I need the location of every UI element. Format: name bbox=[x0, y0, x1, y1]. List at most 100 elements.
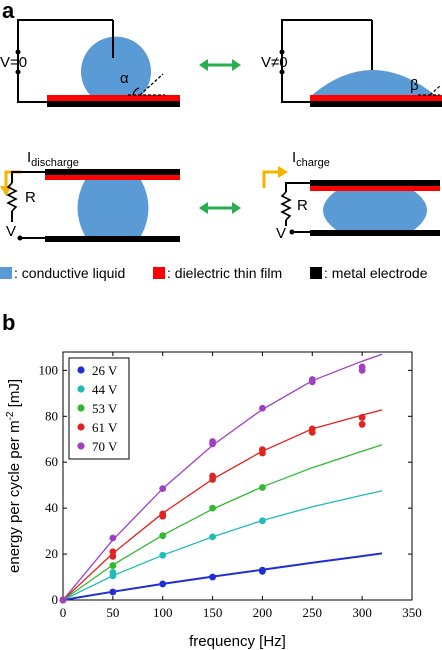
discharge-symbol: I bbox=[27, 149, 31, 166]
fit-curve bbox=[62, 444, 383, 601]
terminal-dot bbox=[15, 69, 21, 75]
legend-marker bbox=[77, 442, 85, 450]
data-point bbox=[109, 588, 117, 596]
legend-label-dielectric: : dielectric thin film bbox=[167, 265, 282, 281]
data-point bbox=[109, 534, 117, 542]
data-point bbox=[209, 472, 216, 480]
x-tick-label: 250 bbox=[303, 605, 323, 620]
schematic-bottom-right: Icharge R V bbox=[262, 149, 440, 242]
data-point bbox=[159, 532, 167, 540]
fit-curve bbox=[62, 353, 383, 601]
data-point bbox=[59, 596, 67, 604]
data-point bbox=[209, 504, 216, 512]
data-point bbox=[259, 446, 266, 453]
charge-symbol: I bbox=[292, 149, 296, 166]
resistor-right bbox=[280, 191, 292, 221]
data-point bbox=[358, 420, 366, 428]
terminal-dot bbox=[15, 49, 21, 55]
upper-dielectric-left bbox=[45, 175, 180, 180]
dielectric-top-right bbox=[310, 95, 442, 101]
data-point bbox=[159, 485, 167, 493]
panel-a-letter: a bbox=[2, 0, 15, 23]
data-point bbox=[358, 363, 366, 371]
x-axis-title: frequency [Hz] bbox=[189, 633, 286, 650]
y-tick-label: 80 bbox=[45, 408, 58, 423]
wire-bottom-left bbox=[11, 171, 45, 183]
legend-swatch-electrode bbox=[310, 267, 322, 279]
tangent-line bbox=[429, 85, 441, 96]
y-axis-title-sup: -2 bbox=[5, 411, 16, 420]
data-point bbox=[209, 573, 216, 581]
schematic-bottom-left: Idischarge R V bbox=[0, 149, 180, 242]
legend-marker bbox=[77, 404, 85, 412]
legend-marker bbox=[77, 385, 85, 393]
voltage-label-left: V=0 bbox=[0, 54, 27, 71]
upper-electrode-right bbox=[310, 180, 440, 186]
alpha-label: α bbox=[120, 70, 129, 87]
legend-swatch-dielectric bbox=[153, 267, 165, 279]
y-axis-title-unit: [mJ] bbox=[6, 379, 23, 412]
double-arrow-bottom bbox=[199, 202, 241, 214]
data-points bbox=[59, 363, 366, 604]
y-tick-label: 0 bbox=[52, 592, 59, 607]
x-tick-label: 150 bbox=[203, 605, 223, 620]
electrode-top-right bbox=[310, 100, 442, 107]
droplet-flattened bbox=[312, 70, 435, 95]
terminal-dot bbox=[279, 69, 285, 75]
droplet-squeezed bbox=[323, 191, 427, 230]
data-point bbox=[259, 566, 266, 574]
data-point bbox=[109, 562, 117, 569]
droplet-pillar bbox=[77, 180, 149, 236]
data-point bbox=[159, 580, 167, 588]
lower-electrode-left bbox=[45, 236, 180, 242]
material-legend: : conductive liquid : dielectric thin fi… bbox=[0, 265, 428, 281]
x-tick-label: 350 bbox=[402, 605, 422, 620]
legend-label-liquid: : conductive liquid bbox=[14, 265, 125, 281]
data-point bbox=[209, 533, 216, 541]
data-point bbox=[109, 548, 117, 556]
x-tick-label: 50 bbox=[106, 605, 119, 620]
angle-arc bbox=[132, 87, 140, 96]
wire-top-left bbox=[17, 19, 113, 103]
data-point bbox=[159, 510, 167, 518]
double-arrow-top bbox=[199, 59, 241, 71]
x-tick-label: 200 bbox=[253, 605, 273, 620]
y-axis-title: energy per cycle per m-2 [mJ] bbox=[5, 379, 23, 573]
legend-label: 70 V bbox=[92, 439, 118, 454]
panel-b-letter: b bbox=[2, 310, 15, 335]
y-axis-title-main: energy per cycle per m bbox=[6, 420, 23, 573]
v-label-right: V bbox=[276, 225, 286, 242]
legend-swatch-liquid bbox=[0, 267, 12, 279]
chart-legend: 26 V44 V53 V61 V70 V bbox=[68, 357, 130, 460]
charge-arrow bbox=[262, 170, 280, 188]
resistor-label-left: R bbox=[25, 189, 36, 206]
data-point bbox=[358, 414, 366, 421]
fit-curve bbox=[62, 552, 383, 601]
legend-label: 53 V bbox=[92, 401, 118, 416]
charge-subscript: charge bbox=[296, 157, 330, 169]
resistor-left bbox=[6, 182, 18, 212]
legend-label: 44 V bbox=[92, 382, 118, 397]
y-tick-label: 20 bbox=[45, 546, 58, 561]
y-tick-label: 60 bbox=[45, 454, 58, 469]
fit-curve bbox=[62, 409, 383, 601]
legend-label: 61 V bbox=[92, 420, 118, 435]
voltage-label-right: V≠0 bbox=[261, 54, 288, 71]
fit-curve bbox=[62, 490, 383, 601]
discharge-subscript: discharge bbox=[31, 157, 79, 169]
data-point bbox=[259, 517, 266, 525]
data-point bbox=[159, 551, 167, 559]
data-point bbox=[308, 376, 316, 383]
data-point bbox=[259, 484, 266, 491]
fit-curves bbox=[62, 353, 383, 601]
dielectric-top-left bbox=[47, 95, 180, 101]
legend-marker bbox=[77, 366, 85, 374]
lower-electrode-right bbox=[310, 230, 440, 236]
x-tick-label: 300 bbox=[352, 605, 372, 620]
beta-label: β bbox=[410, 77, 419, 94]
data-point bbox=[308, 425, 316, 433]
discharge-current-label: Idischarge bbox=[27, 149, 79, 169]
